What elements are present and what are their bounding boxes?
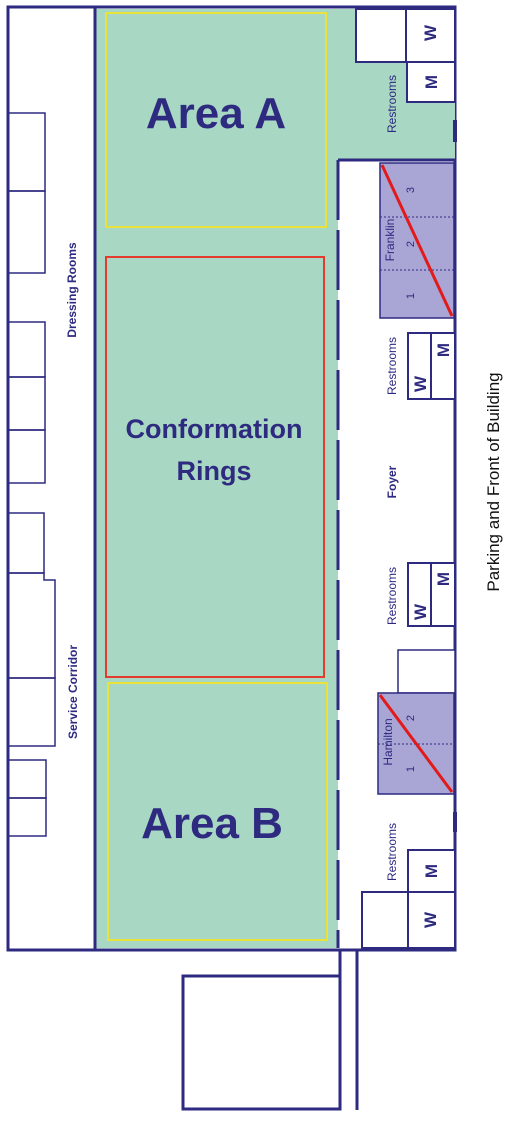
area-b-boundary bbox=[107, 682, 328, 941]
hamilton-section-2: 2 bbox=[405, 715, 417, 721]
area-b-label: Area B bbox=[141, 799, 283, 848]
franklin-section-1: 1 bbox=[405, 293, 417, 299]
franklin-section-3: 3 bbox=[405, 187, 417, 193]
dressing-rooms-label: Dressing Rooms bbox=[65, 242, 79, 338]
hamilton-section-1: 1 bbox=[405, 766, 417, 772]
restrooms-label-2: Restrooms bbox=[385, 337, 399, 395]
restroom-m-bottom: M bbox=[422, 864, 441, 878]
restroom-men-bottom bbox=[407, 849, 456, 893]
franklin-label: Franklin bbox=[383, 219, 397, 262]
area-a-label: Area A bbox=[146, 89, 286, 138]
area-a-boundary bbox=[105, 12, 327, 228]
restroom-men-top bbox=[406, 61, 456, 103]
restroom-m-top: M bbox=[422, 75, 441, 89]
conformation-rings-label-2: Rings bbox=[176, 456, 251, 486]
restroom-w-2: W bbox=[411, 375, 430, 392]
restrooms-label-3: Restrooms bbox=[385, 567, 399, 625]
show-hall-floor bbox=[96, 9, 455, 948]
franklin-section-2: 2 bbox=[405, 241, 417, 247]
restrooms-label-top: Restrooms bbox=[385, 75, 399, 133]
restroom-w-top: W bbox=[421, 24, 440, 41]
conformation-rings-label-1: Conformation bbox=[126, 414, 303, 444]
restroom-w-3: W bbox=[411, 603, 430, 620]
restroom-m-2: M bbox=[434, 343, 453, 357]
restroom-m-3: M bbox=[434, 572, 453, 586]
franklin-closed-slash bbox=[380, 164, 454, 317]
hamilton-label: Hamilton bbox=[381, 718, 395, 765]
restrooms-label-bottom: Restrooms bbox=[385, 823, 399, 881]
conformation-rings-boundary bbox=[105, 256, 325, 678]
lower-building bbox=[181, 974, 342, 1111]
foyer-label: Foyer bbox=[385, 465, 399, 498]
storage-room bbox=[397, 649, 456, 694]
parking-front-label: Parking and Front of Building bbox=[484, 372, 503, 591]
service-corridor-label: Service Corridor bbox=[66, 645, 80, 739]
hamilton-closed-slash bbox=[378, 694, 454, 793]
restroom-w-bottom: W bbox=[421, 911, 440, 928]
dressing-room-cubicles bbox=[7, 112, 56, 837]
